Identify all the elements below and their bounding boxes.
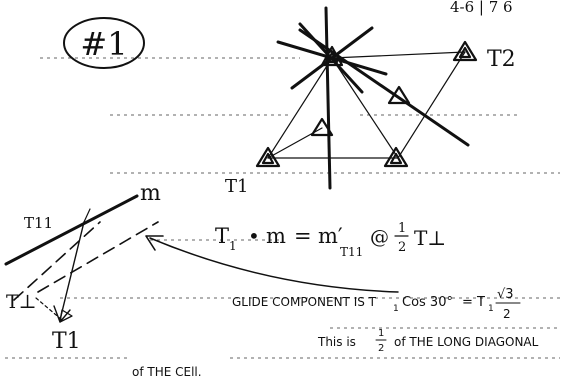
triangle-icon [389,152,403,165]
lattice-cell [267,51,466,159]
glide-line1-eq: = T [462,295,485,310]
triangle-icon [310,117,334,137]
t1-bottom-label: T1 [52,329,81,354]
glide-line2-half-den: 2 [378,343,384,354]
triangle-icon [458,46,472,59]
glide-line2-rest: of THE LONG DIAGONAL [394,335,539,349]
glide-sqrt-den: 2 [503,307,511,321]
eq-equals: = [294,224,312,248]
triangle-icon [387,85,411,105]
ruled-lines [5,57,560,359]
corner-partial-text: 4-6 | 7 6 [450,0,513,16]
t1-vector [59,221,85,321]
t-parallel-label: T11 [24,214,53,232]
problem-label: #1 [80,25,127,63]
glide-line1-text: GLIDE COMPONENT IS T [232,295,377,309]
mirror-m-line [4,194,139,266]
mirror-label: m [140,181,161,206]
glide-line1-cos: Cos 30° [402,295,453,310]
triangle-icon [255,146,281,168]
glide-sqrt-num: √3 [497,287,514,302]
glide-line1-sub: 1 [393,304,399,314]
eq-at: @ [370,226,389,248]
t-perp-label: T⊥ [6,291,37,313]
t2-label: T2 [487,47,516,72]
triangle-icon [320,45,344,67]
eq-m: m [266,224,286,248]
arrow-head-icon [145,235,164,251]
glide-line3: of THE CEll. [132,365,202,379]
glide-line-dashed-2 [37,221,159,293]
mirror-lines [276,6,470,190]
glide-note: GLIDE COMPONENT IS T 1 Cos 30° = T 1 √3 … [132,287,539,379]
eq-t: T [215,224,229,248]
triangle-icon [325,51,339,64]
glide-line2-half-num: 1 [378,328,384,339]
triangle-icon [261,152,275,165]
triangle-icon [383,146,409,168]
eq-m-prime-sub: T11 [340,245,363,259]
operation-equation: T 1 • m = m′ T11 @ 1 2 T⊥ [215,221,446,259]
glide-line-dashed [13,221,101,301]
eq-dot: • [248,224,260,248]
triangle-icon [452,40,478,62]
glide-line2-text: This is [317,335,356,349]
eq-m-prime: m′ [318,224,343,248]
eq-t-perp: T⊥ [414,226,446,250]
decomposition-figure: m T11 T⊥ T1 [4,181,161,354]
threefold-symbols [255,40,478,168]
eq-half-den: 2 [398,240,406,255]
eq-half-num: 1 [398,221,406,236]
glide-line1-sub2: 1 [488,304,494,314]
t1-top-label: T1 [225,176,248,197]
t-perp-component [35,297,63,321]
problem-circle [63,17,145,69]
curved-arrow [149,237,399,293]
eq-t-sub: 1 [229,239,237,253]
